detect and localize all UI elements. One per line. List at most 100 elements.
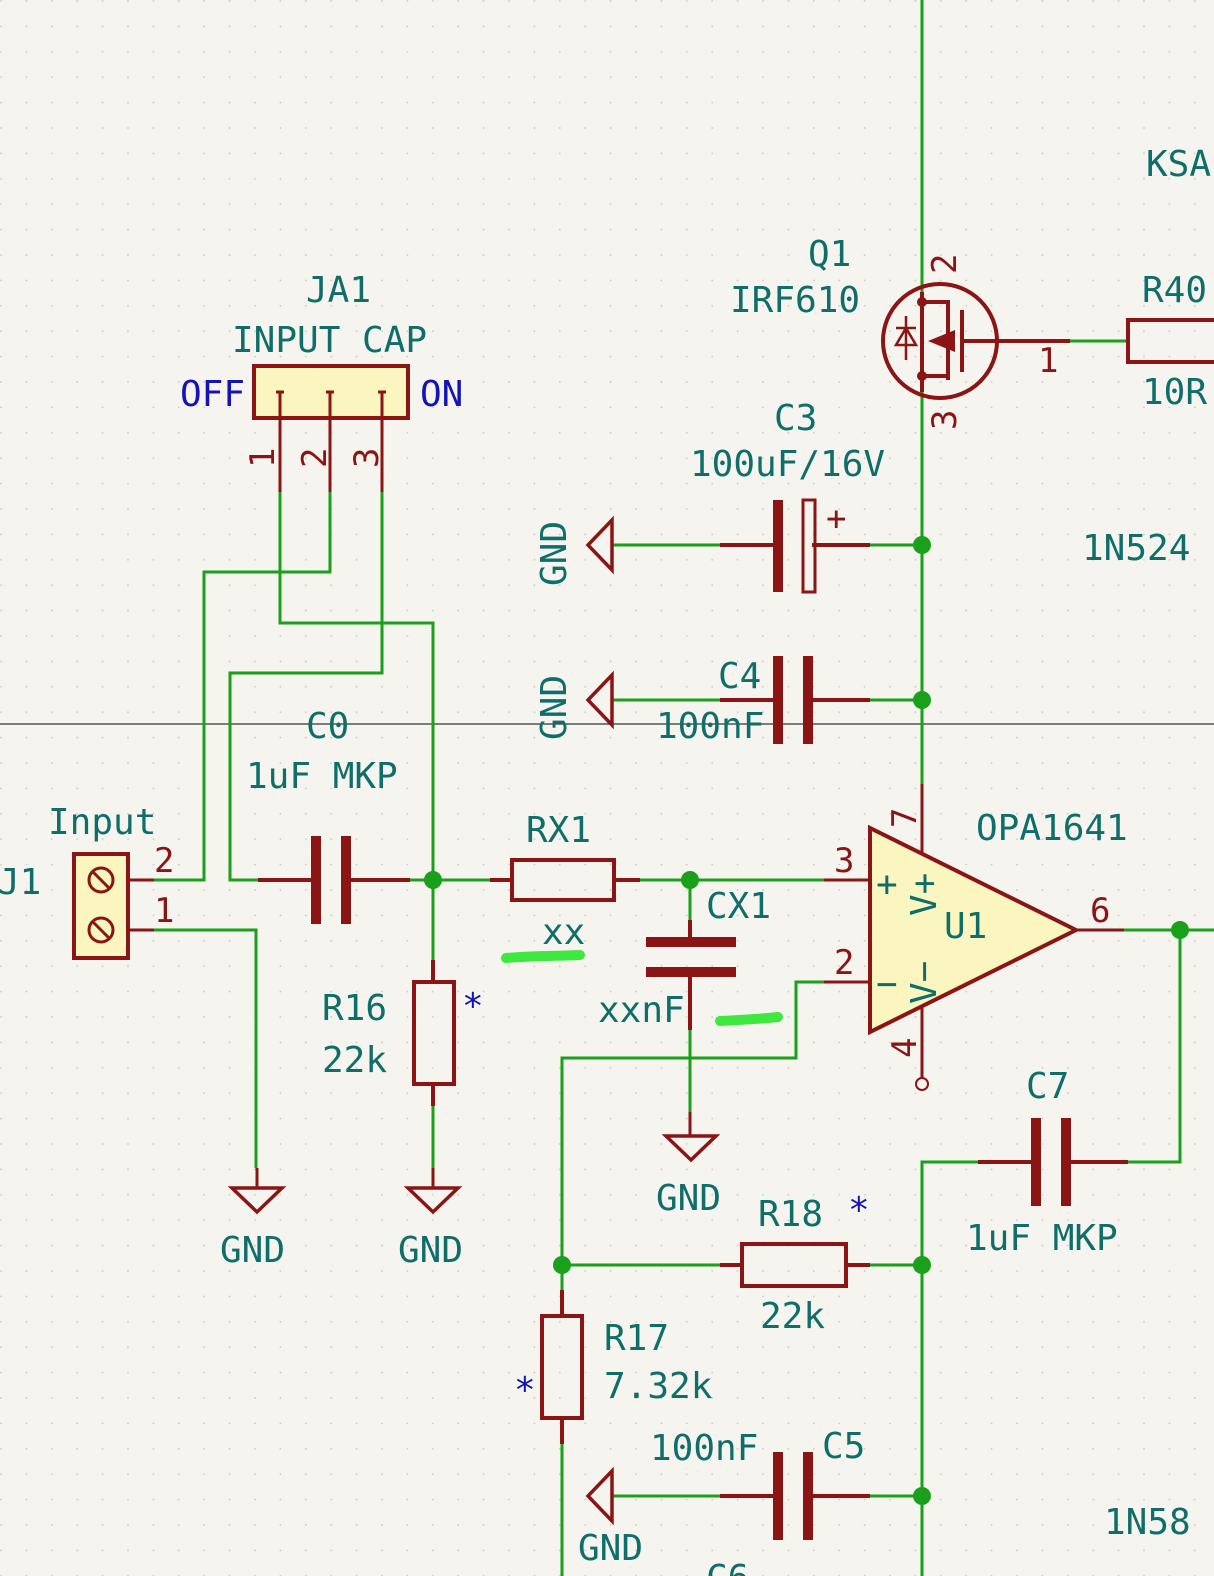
u1-minus-symbol: − [876, 964, 898, 1005]
r16-ref: R16 [322, 988, 387, 1029]
c5-value: 100nF [650, 1428, 758, 1469]
q1-dot-bottom [917, 371, 927, 381]
gnd-label-j1: GND [220, 1230, 285, 1271]
c3-capacitor[interactable] [720, 498, 870, 594]
u1-pin-out: 6 [1090, 891, 1110, 931]
r40-resistor[interactable] [1126, 318, 1214, 364]
c5-ref: C5 [822, 1426, 865, 1467]
wire-ja1-pin2 [154, 492, 332, 882]
q1-dot-top [917, 297, 927, 307]
j1-screw-icon-2 [87, 916, 115, 944]
junction-c4 [913, 691, 931, 709]
q1-ref: Q1 [808, 234, 851, 275]
q1-pin-source: 3 [925, 410, 965, 430]
wire-ja1-pin3 [228, 492, 384, 882]
c7-capacitor[interactable] [978, 1118, 1128, 1206]
ja1-jumper[interactable] [252, 364, 410, 492]
c4-ref: C4 [718, 656, 761, 697]
q1-pin-drain: 2 [925, 254, 965, 274]
gnd-label-c4: GND [534, 675, 575, 740]
u1-value: OPA1641 [976, 808, 1128, 849]
ja1-pin-3: 3 [347, 448, 387, 468]
r17-dnp-marker: * [514, 1370, 536, 1411]
u1-pin-in-minus: 2 [834, 943, 854, 983]
cx1-ref: CX1 [706, 886, 771, 927]
q1-mosfet[interactable] [881, 282, 1070, 400]
gnd-label-c5: GND [578, 1528, 643, 1569]
j1-pin-2: 2 [154, 841, 174, 881]
diode-partial-label-1: 1N524 [1082, 528, 1190, 569]
c5-capacitor[interactable] [720, 1452, 870, 1540]
wire-c7-left [920, 1160, 978, 1576]
rx1-ref: RX1 [526, 810, 591, 851]
wire-ja1-pin1 [278, 492, 435, 880]
cx1-value: xxnF [598, 990, 685, 1031]
rx1-highlight-mark [501, 950, 585, 963]
j1-connector[interactable] [72, 852, 154, 960]
r17-value: 7.32k [604, 1366, 713, 1407]
gnd-label-c3: GND [534, 521, 575, 586]
c3-value: 100uF/16V [690, 444, 885, 485]
r17-resistor[interactable] [540, 1290, 584, 1444]
u1-vminus-label: V− [904, 961, 945, 1004]
c3-ref: C3 [774, 398, 817, 439]
q1-value: IRF610 [730, 280, 860, 321]
j1-value: Input [48, 802, 156, 843]
ja1-value: INPUT CAP [232, 320, 427, 361]
gnd-symbol-c3 [585, 515, 614, 575]
junction-r18-left [553, 1256, 571, 1274]
gnd-symbol-c5 [585, 1466, 614, 1526]
wires [154, 0, 1214, 1576]
u1-pin-vplus: 7 [885, 808, 925, 828]
wire-j1-pin1-gnd [154, 928, 258, 1168]
j1-ref: J1 [0, 862, 41, 903]
u1-pin-in-plus: 3 [834, 841, 854, 881]
junction-r18-right [913, 1256, 931, 1274]
junction-c3 [913, 536, 931, 554]
r16-value: 22k [322, 1040, 387, 1081]
r40-ref: R40 [1142, 270, 1207, 311]
r17-ref: R17 [604, 1318, 669, 1359]
rx1-resistor[interactable] [490, 858, 640, 902]
u1-plus-symbol: + [876, 864, 898, 905]
r16-dnp-marker: * [462, 986, 484, 1027]
gnd-symbol-cx1 [661, 1112, 721, 1163]
j1-screw-icon-1 [87, 866, 115, 894]
r40-value: 10R [1142, 372, 1207, 413]
r16-resistor[interactable] [412, 960, 456, 1106]
r18-ref: R18 [758, 1194, 823, 1235]
ja1-off-label: OFF [180, 374, 245, 415]
c0-value: 1uF MKP [246, 756, 398, 797]
junction-cx1 [681, 871, 699, 889]
cx1-highlight-mark [715, 1012, 783, 1026]
c4-capacitor[interactable] [720, 656, 870, 744]
diode-partial-label-2: 1N58 [1104, 1502, 1191, 1543]
u1-opamp[interactable] [824, 784, 1124, 1091]
cx1-capacitor[interactable] [646, 920, 736, 1030]
r18-dnp-marker: * [848, 1190, 870, 1231]
u1-vplus-label: V+ [904, 873, 945, 916]
c0-ref: C0 [306, 706, 349, 747]
junction-input-node [424, 871, 442, 889]
ja1-ref: JA1 [306, 270, 371, 311]
junctions [424, 536, 1189, 1505]
u1-pin-vminus: 4 [885, 1038, 925, 1058]
gnd-symbol-c4 [585, 670, 614, 730]
wire-u1-minus [560, 980, 824, 1290]
gnd-symbol-j1 [227, 1168, 287, 1215]
q1-arrow-icon [928, 330, 955, 352]
u1-ref: U1 [944, 906, 987, 947]
gnd-label-r16: GND [398, 1230, 463, 1271]
c0-capacitor[interactable] [258, 836, 410, 924]
c3-polarity: + [826, 499, 846, 539]
q1-pin-gate: 1 [1038, 341, 1058, 381]
r18-resistor[interactable] [720, 1242, 870, 1288]
c6-ref-partial: C6 [706, 1558, 749, 1576]
gnd-symbol-r16 [403, 1168, 463, 1215]
gnd-label-cx1: GND [656, 1178, 721, 1219]
c7-value: 1uF MKP [966, 1218, 1118, 1259]
r18-value: 22k [760, 1296, 825, 1337]
ja1-pin-1: 1 [243, 448, 283, 468]
